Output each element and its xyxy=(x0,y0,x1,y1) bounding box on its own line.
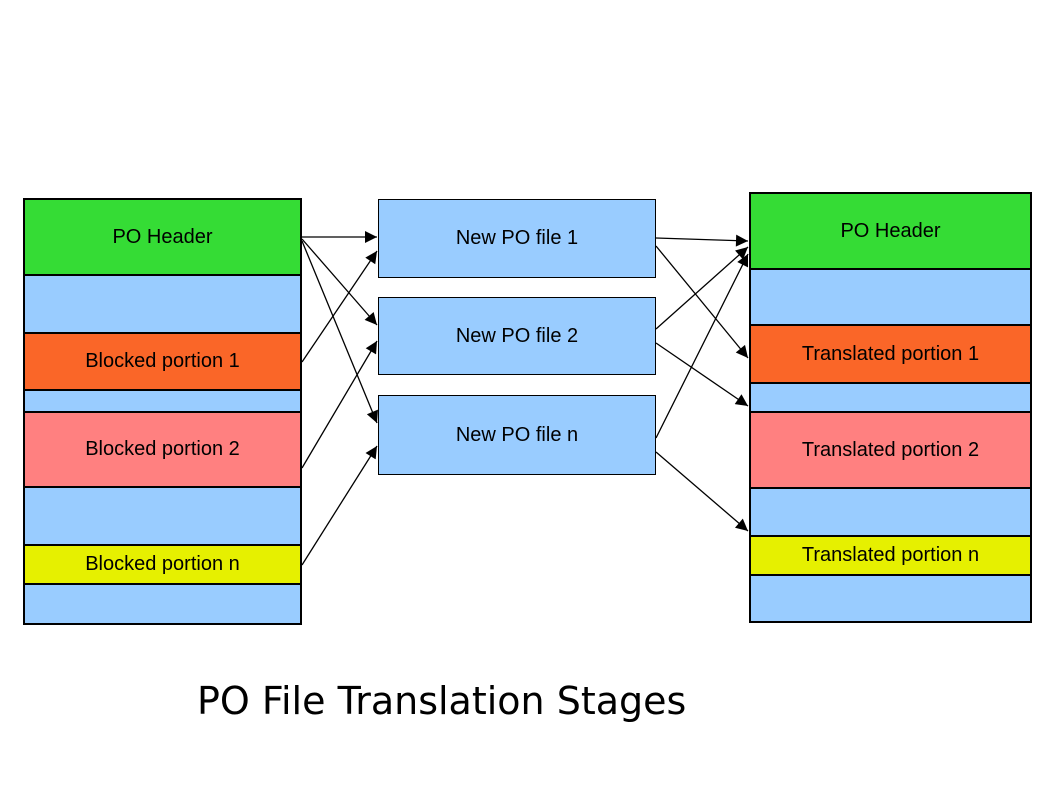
arrow-new-po-file-2-to-translated-portion-2 xyxy=(655,342,749,407)
segment-po-header-translated: PO Header xyxy=(751,194,1030,270)
box-label: New PO file 1 xyxy=(455,227,579,249)
box-label: New PO file 2 xyxy=(455,324,579,347)
box-new-po-file-1: New PO file 1 xyxy=(378,199,656,278)
segment-spacer xyxy=(751,270,1030,326)
segment-spacer xyxy=(751,489,1030,537)
arrow-new-po-file-1-to-po-header-translated xyxy=(655,234,749,247)
segment-spacer xyxy=(25,391,300,413)
segment-label: Blocked portion n xyxy=(85,553,240,575)
arrow-blocked-portion-1-to-new-po-file-1 xyxy=(301,250,378,363)
diagram-title: PO File Translation Stages xyxy=(197,679,687,723)
segment-label: Blocked portion 1 xyxy=(85,350,240,372)
source-po-file-column: PO Header Blocked portion 1 Blocked port… xyxy=(23,198,302,625)
translated-po-file-column: PO Header Translated portion 1 Translate… xyxy=(749,192,1032,623)
segment-blocked-portion-2: Blocked portion 2 xyxy=(25,413,300,488)
arrow-new-po-file-n-to-po-header-translated xyxy=(655,253,749,439)
segment-label: PO Header xyxy=(840,219,941,242)
arrow-new-po-file-1-to-translated-portion-1 xyxy=(655,245,749,359)
arrow-blocked-portion-2-to-new-po-file-2 xyxy=(301,340,378,469)
segment-spacer xyxy=(25,276,300,334)
segment-spacer xyxy=(751,576,1030,621)
arrow-po-header-source-to-new-po-file-2 xyxy=(301,238,378,326)
arrow-new-po-file-n-to-translated-portion-n xyxy=(655,451,749,532)
segment-po-header-source: PO Header xyxy=(25,200,300,276)
segment-translated-portion-1: Translated portion 1 xyxy=(751,326,1030,384)
segment-blocked-portion-1: Blocked portion 1 xyxy=(25,334,300,391)
segment-blocked-portion-n: Blocked portion n xyxy=(25,546,300,585)
segment-label: PO Header xyxy=(112,225,213,248)
arrow-blocked-portion-n-to-new-po-file-n xyxy=(301,445,378,566)
segment-spacer xyxy=(25,585,300,623)
box-label: New PO file n xyxy=(455,423,579,446)
arrow-new-po-file-2-to-po-header-translated xyxy=(655,246,749,330)
segment-label: Translated portion 2 xyxy=(801,438,980,461)
box-new-po-file-2: New PO file 2 xyxy=(378,297,656,375)
segment-label: Blocked portion 2 xyxy=(85,438,240,460)
segment-translated-portion-n: Translated portion n xyxy=(751,537,1030,576)
segment-translated-portion-2: Translated portion 2 xyxy=(751,413,1030,489)
segment-label: Translated portion 1 xyxy=(801,342,980,365)
arrow-po-header-source-to-new-po-file-n xyxy=(301,240,378,424)
box-new-po-file-n: New PO file n xyxy=(378,395,656,475)
segment-label: Translated portion n xyxy=(801,544,980,566)
segment-spacer xyxy=(751,384,1030,413)
segment-spacer xyxy=(25,488,300,546)
